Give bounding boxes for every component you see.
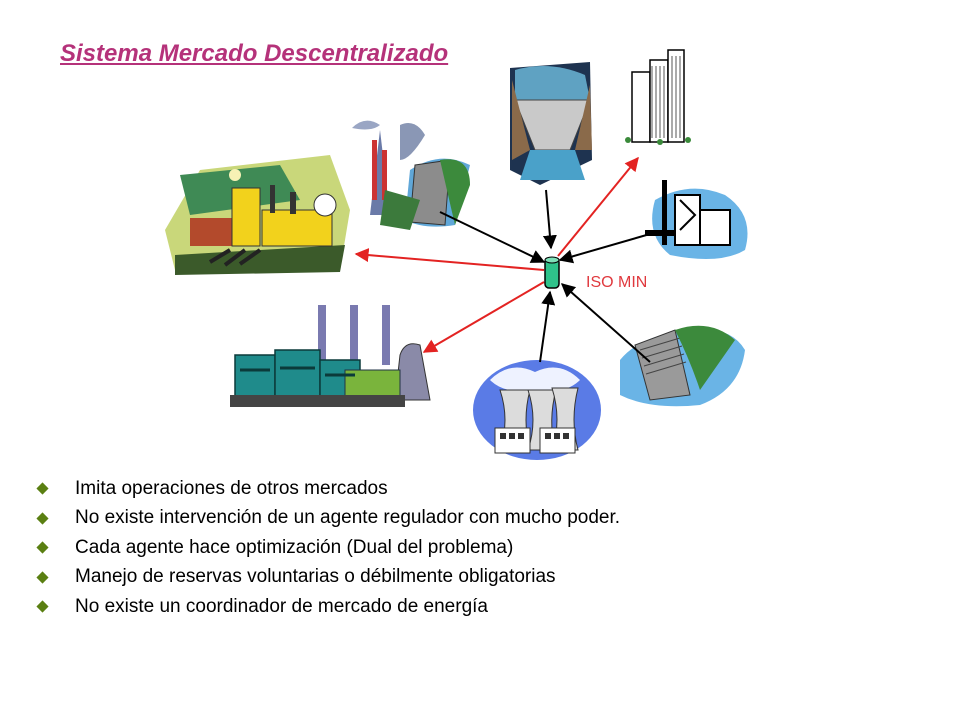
diamond-bullet-icon bbox=[36, 571, 49, 584]
list-item: No existe un coordinador de mercado de e… bbox=[36, 592, 620, 622]
list-item: Cada agente hace optimización (Dual del … bbox=[36, 533, 620, 563]
refinery-icon bbox=[645, 180, 748, 259]
bullet-text: No existe un coordinador de mercado de e… bbox=[75, 595, 488, 617]
power-plant-icon bbox=[352, 120, 470, 230]
list-item: No existe intervención de un agente regu… bbox=[36, 504, 620, 534]
arrow-refinery-to-iso bbox=[558, 233, 651, 264]
diamond-bullet-icon bbox=[36, 600, 49, 613]
diamond-bullet-icon bbox=[36, 482, 49, 495]
list-item: Imita operaciones de otros mercados bbox=[36, 474, 620, 504]
bullet-text: Manejo de reservas voluntarias o débilme… bbox=[75, 566, 556, 588]
arrow-dam-to-iso bbox=[542, 189, 557, 250]
arrow-towers-to-iso bbox=[539, 290, 556, 363]
arrow-dam2-to-iso bbox=[560, 283, 651, 363]
bullet-text: Imita operaciones de otros mercados bbox=[75, 477, 388, 499]
arrow-plant-to-iso bbox=[439, 211, 546, 263]
power-plant-icon bbox=[230, 305, 431, 407]
factory-icon bbox=[165, 155, 350, 275]
arrow-iso-to-plant bbox=[422, 281, 545, 353]
slide-title: Sistema Mercado Descentralizado bbox=[60, 40, 449, 67]
arrow-iso-to-office bbox=[557, 156, 639, 257]
dam-icon bbox=[510, 62, 592, 185]
list-item: Manejo de reservas voluntarias o débilme… bbox=[36, 563, 620, 593]
cooling-towers-icon bbox=[473, 360, 601, 460]
office-building-icon bbox=[625, 49, 691, 145]
dam-icon bbox=[620, 325, 745, 407]
bullet-text: Cada agente hace optimización (Dual del … bbox=[75, 536, 514, 558]
arrow-iso-to-factory bbox=[354, 248, 545, 271]
iso-node-icon[interactable] bbox=[544, 256, 560, 289]
diamond-bullet-icon bbox=[36, 512, 49, 525]
bullet-text: No existe intervención de un agente regu… bbox=[75, 507, 621, 529]
diamond-bullet-icon bbox=[36, 541, 49, 554]
bullet-list: Imita operaciones de otros mercados No e… bbox=[36, 474, 620, 622]
iso-min-label: ISO MIN bbox=[586, 274, 648, 291]
